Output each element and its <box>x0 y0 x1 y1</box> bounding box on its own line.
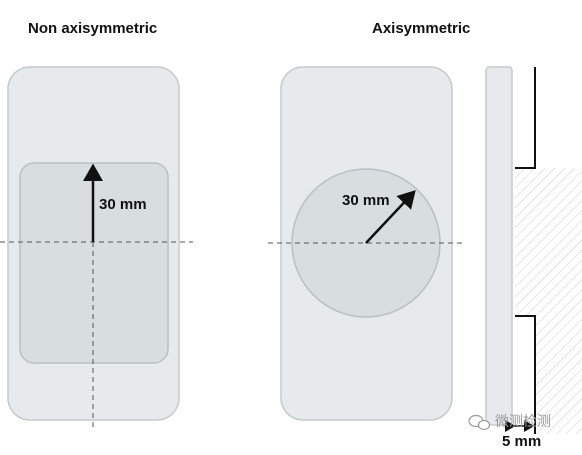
left-specimen: 30 mm <box>0 66 193 430</box>
left-dimension-label: 30 mm <box>99 196 147 213</box>
side-hatch-upper <box>515 168 582 316</box>
right-radius-arrow <box>365 190 416 244</box>
watermark: 微测检测 <box>468 414 551 431</box>
title-non-axisymmetric: Non axisymmetric <box>28 20 157 37</box>
left-rect-region <box>19 162 169 364</box>
side-hatch-lower <box>535 316 582 434</box>
gap-dimension-label: 5 mm <box>502 433 541 450</box>
title-axisymmetric: Axisymmetric <box>372 20 470 37</box>
side-wall-upper <box>515 67 536 169</box>
side-wall-lower <box>515 315 536 434</box>
watermark-text: 微测检测 <box>495 414 551 430</box>
right-specimen: 30 mm <box>268 66 464 421</box>
wechat-icon <box>468 414 491 431</box>
right-dimension-label: 30 mm <box>342 192 390 209</box>
side-plate <box>485 66 513 426</box>
side-view: 5 mm <box>485 66 582 450</box>
